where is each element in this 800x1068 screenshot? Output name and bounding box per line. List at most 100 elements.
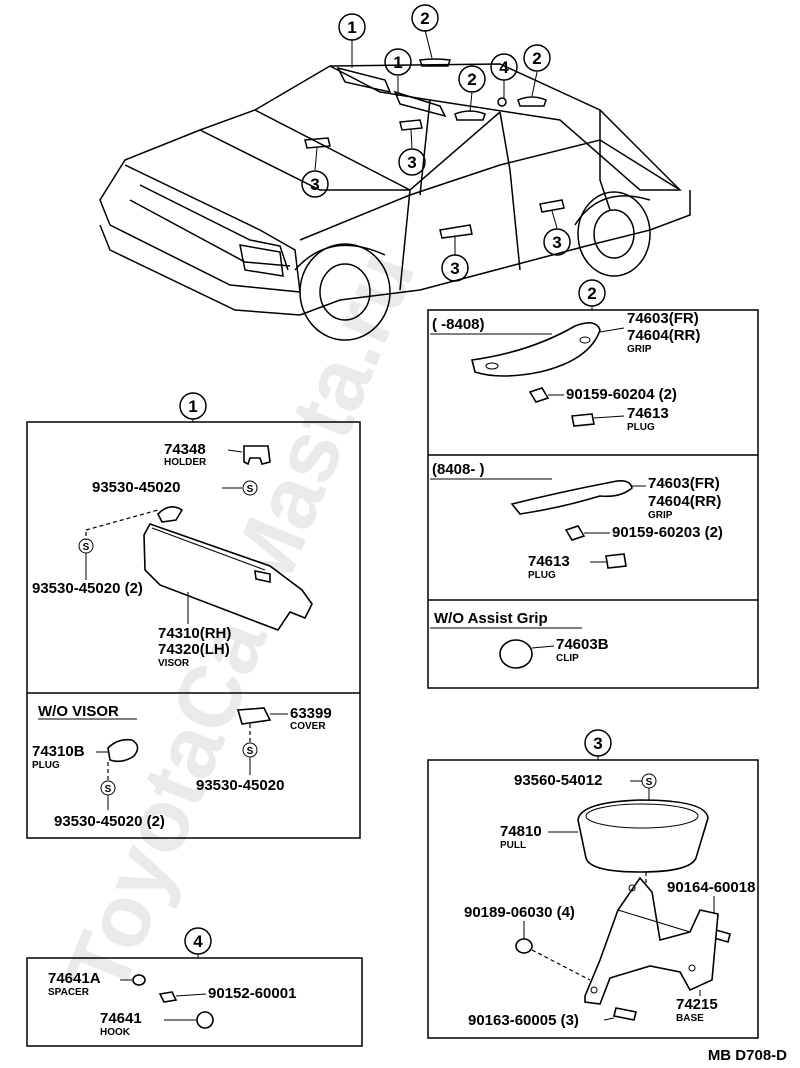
overview-callouts: 1 2 1 2 4 2 3 3 3 3	[301, 4, 571, 282]
cover-icon	[236, 707, 272, 725]
grip-early-rr: 74604(RR)	[627, 327, 700, 344]
svg-text:S: S	[646, 777, 653, 788]
clip-part-no: 74603B	[556, 636, 609, 653]
screw-icon	[158, 991, 178, 1003]
svg-text:1: 1	[393, 53, 402, 72]
screw-93530-b: 93530-45020 (2)	[32, 580, 143, 597]
panel-2-box	[427, 309, 759, 689]
svg-text:3: 3	[552, 233, 561, 252]
callout-2: 2	[411, 4, 439, 32]
pull-icon	[577, 799, 709, 873]
plug-74613-icon	[605, 553, 627, 569]
panel-4-box	[26, 957, 363, 1047]
screw-90163: 90163-60005 (3)	[468, 1012, 579, 1029]
callout-3: 3	[441, 254, 469, 282]
panel-3-pull: 3 93560-54012 S 74810 PULL 90164-60018 9…	[427, 729, 759, 1039]
hook-part-no: 74641	[100, 1010, 142, 1027]
plug-74310b-icon	[107, 738, 139, 763]
plug-late-name: PLUG	[528, 570, 556, 581]
svg-text:3: 3	[450, 259, 459, 278]
s-screw-icon	[242, 480, 258, 496]
svg-text:S: S	[247, 484, 254, 495]
screw-icon	[564, 525, 586, 541]
grip-early-fr: 74603(FR)	[627, 310, 699, 327]
panel-1-visor: 1 74348 HOLDER 93530-45020 S S 93530-450…	[26, 392, 361, 839]
holder-part-no: 74348	[164, 441, 206, 458]
grip-late-icon	[510, 480, 633, 515]
svg-text:S: S	[105, 784, 112, 795]
plug-early-name: PLUG	[627, 422, 655, 433]
grip-late-fr: 74603(FR)	[648, 475, 720, 492]
clip-name: CLIP	[556, 653, 579, 664]
screw-90164: 90164-60018	[667, 879, 755, 896]
svg-text:3: 3	[407, 153, 416, 172]
base-part-no: 74215	[676, 996, 718, 1013]
svg-text:S: S	[83, 542, 90, 553]
screw-icon	[528, 387, 550, 403]
panel-3-callout: 3	[593, 734, 602, 753]
cover-part-no: 63399	[290, 705, 332, 722]
panel-2-grip: 2 ( -8408) 74603(FR) 74604(RR) GRIP 9015…	[427, 279, 759, 689]
panel-4-hook: 4 74641A SPACER 90152-60001 74641 HOOK	[26, 927, 363, 1047]
panel-4-callout: 4	[193, 932, 203, 951]
callout-4: 4	[490, 53, 518, 81]
base-bracket-icon	[584, 876, 719, 1005]
grip-late-rr: 74604(RR)	[648, 493, 721, 510]
callout-3: 3	[398, 148, 426, 176]
panel-2-callout: 2	[587, 284, 596, 303]
screw-90159-60204: 90159-60204 (2)	[566, 386, 677, 403]
plug-74310b-part-no: 74310B	[32, 743, 85, 760]
late-header: (8408- )	[432, 461, 485, 478]
callout-2: 2	[523, 44, 551, 72]
base-name: BASE	[676, 1013, 704, 1024]
panel-1-callout: 1	[188, 397, 197, 416]
grip-early-name: GRIP	[627, 344, 652, 355]
plug-74310b-name: PLUG	[32, 760, 60, 771]
cover-name: COVER	[290, 721, 326, 732]
callout-3: 3	[301, 170, 329, 198]
panel-1-box	[26, 421, 361, 839]
svg-text:2: 2	[467, 70, 476, 89]
screw-93530-d: 93530-45020 (2)	[54, 813, 165, 830]
hook-name: HOOK	[100, 1027, 131, 1038]
plug-late-part-no: 74613	[528, 553, 570, 570]
holder-icon	[243, 445, 271, 466]
spacer-icon	[132, 974, 146, 986]
svg-text:2: 2	[420, 9, 429, 28]
hook-icon	[196, 1011, 214, 1029]
nut-90189: 90189-06030 (4)	[464, 904, 575, 921]
plug-74613-icon	[571, 413, 595, 427]
svg-text:1: 1	[347, 18, 356, 37]
screw-90159-60203: 90159-60203 (2)	[612, 524, 723, 541]
screw-icon	[613, 1007, 637, 1021]
svg-text:S: S	[247, 746, 254, 757]
callout-1: 1	[384, 48, 412, 76]
spacer-part-no: 74641A	[48, 970, 101, 987]
visor-icon	[143, 523, 313, 631]
wo-visor-header: W/O VISOR	[38, 703, 119, 720]
grip-early-icon	[471, 322, 601, 377]
visor-lh-part-no: 74320(LH)	[158, 641, 230, 658]
car-illustration	[99, 29, 691, 341]
watermark: ToyotaCarMasta.ru	[46, 237, 434, 1007]
early-header: ( -8408)	[432, 316, 485, 333]
screw-90152: 90152-60001	[208, 985, 296, 1002]
nut-icon	[515, 938, 533, 954]
callout-2: 2	[458, 65, 486, 93]
grip-late-name: GRIP	[648, 510, 673, 521]
svg-text:2: 2	[532, 49, 541, 68]
panel-3-box	[427, 759, 759, 1039]
plug-early-part-no: 74613	[627, 405, 669, 422]
svg-text:3: 3	[310, 175, 319, 194]
pull-name: PULL	[500, 840, 526, 851]
visor-name: VISOR	[158, 658, 190, 669]
clip-icon	[499, 639, 533, 669]
diagram-code: MB D708-D	[708, 1047, 787, 1064]
holder-name: HOLDER	[164, 457, 207, 468]
wo-grip-header: W/O Assist Grip	[434, 610, 548, 627]
screw-93530-c: 93530-45020	[196, 777, 284, 794]
screw-93560: 93560-54012	[514, 772, 602, 789]
pull-part-no: 74810	[500, 823, 542, 840]
callout-1: 1	[338, 13, 366, 41]
